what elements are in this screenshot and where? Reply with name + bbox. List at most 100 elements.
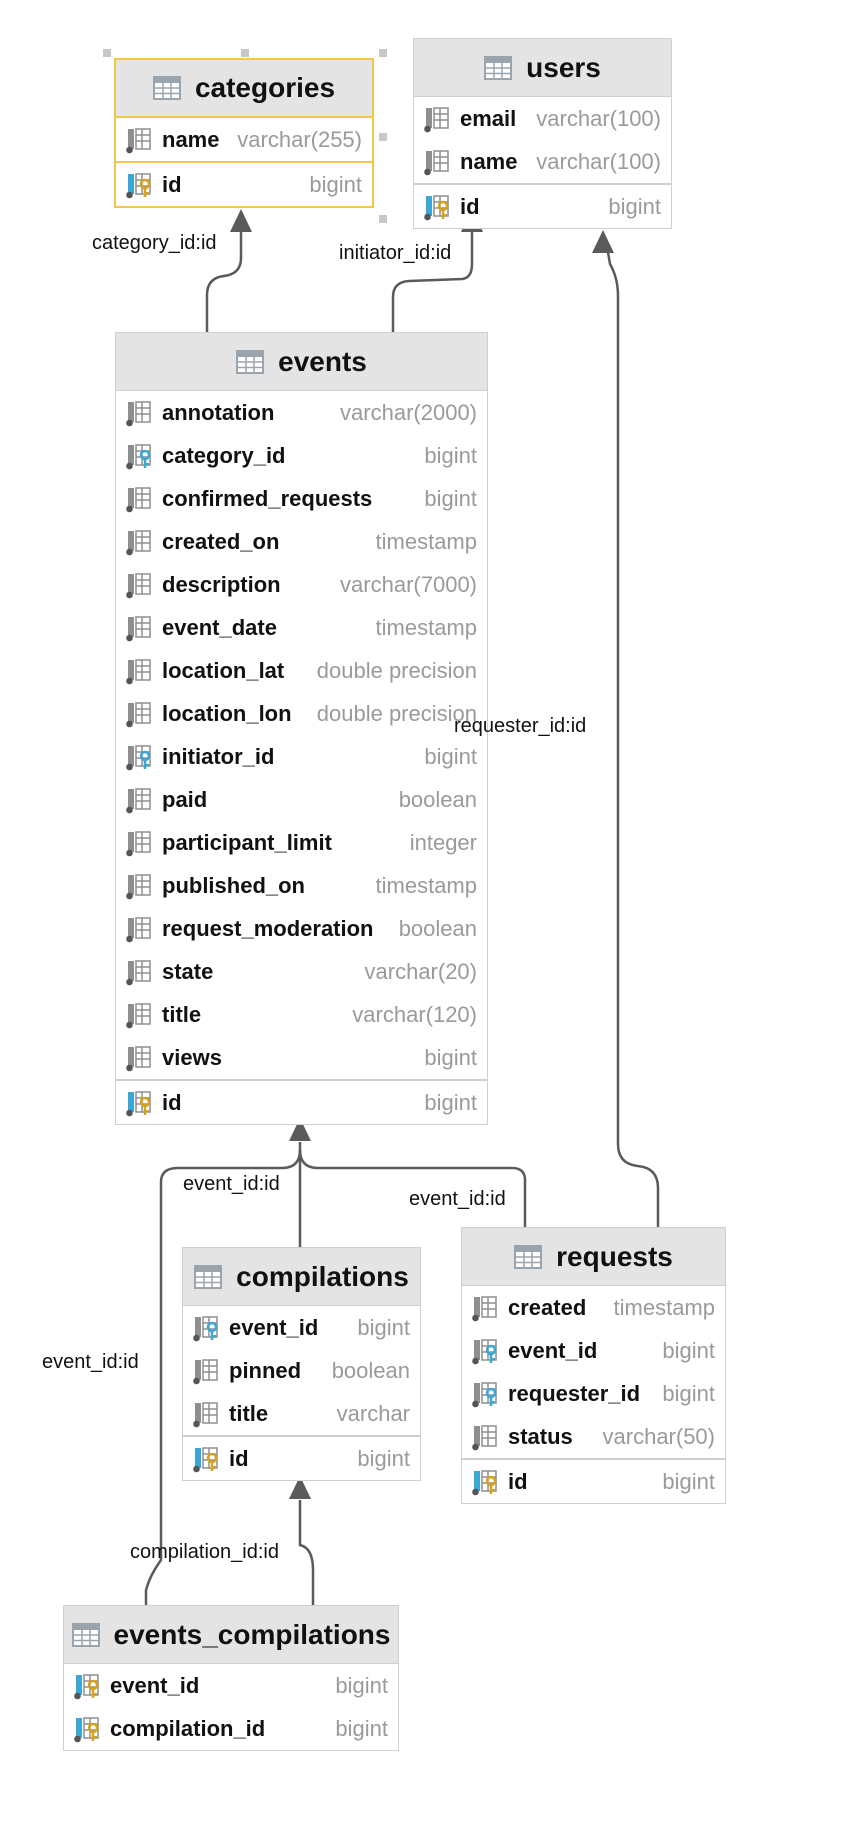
column-name: event_id xyxy=(110,1672,200,1698)
column-name: confirmed_requests xyxy=(162,485,373,511)
table-header[interactable]: requests xyxy=(462,1228,725,1286)
column-icon xyxy=(126,1044,154,1072)
table-header[interactable]: events xyxy=(116,333,487,391)
table-header[interactable]: events_compilations xyxy=(64,1606,398,1664)
relation-line-category xyxy=(205,232,243,332)
relation-line-requester xyxy=(606,251,660,1227)
foreign-key-icon xyxy=(126,442,154,470)
column-icon xyxy=(126,126,154,154)
table-header[interactable]: compilations xyxy=(183,1248,420,1306)
relation-label-request-event: event_id:id xyxy=(409,1188,506,1210)
selection-handle[interactable] xyxy=(379,215,387,223)
column-type: varchar(50) xyxy=(602,1423,715,1449)
selection-handle[interactable] xyxy=(379,133,387,141)
column-icon xyxy=(126,399,154,427)
selection-handle[interactable] xyxy=(103,49,111,57)
column-name: location_lon xyxy=(162,700,292,726)
table-name: categories xyxy=(194,72,336,103)
column-icon xyxy=(126,657,154,685)
column-icon xyxy=(126,786,154,814)
relation-line-initiator xyxy=(391,232,474,332)
column-name: compilation_id xyxy=(110,1715,266,1741)
column-type: bigint xyxy=(357,1314,410,1340)
column-type: varchar(2000) xyxy=(340,399,477,425)
table-icon xyxy=(514,1244,543,1269)
column-name: initiator_id xyxy=(162,743,275,769)
primary-foreign-key-icon xyxy=(74,1715,102,1743)
column-name: annotation xyxy=(162,399,275,425)
column-name: id xyxy=(460,193,480,219)
table-events[interactable]: events annotation varchar(2000) category_id… xyxy=(115,332,488,1125)
column-type: boolean xyxy=(331,1357,410,1383)
arrowhead-users-requester xyxy=(592,230,614,253)
column-row[interactable]: created_on timestamp xyxy=(116,520,487,563)
primary-key-icon xyxy=(126,171,154,199)
table-name: events_compilations xyxy=(113,1618,391,1650)
column-icon xyxy=(126,915,154,943)
table-name: compilations xyxy=(236,1260,409,1292)
relation-line-request-event xyxy=(298,1149,527,1227)
column-name: id xyxy=(162,171,182,197)
column-icon xyxy=(472,1423,500,1451)
primary-key-icon xyxy=(424,193,452,221)
column-type: timestamp xyxy=(375,528,477,554)
column-row[interactable]: annotation varchar(2000) xyxy=(116,391,487,434)
column-name: category_id xyxy=(162,442,286,468)
column-name: created_on xyxy=(162,528,280,554)
column-icon xyxy=(126,872,154,900)
foreign-key-icon xyxy=(472,1380,500,1408)
column-icon xyxy=(193,1400,221,1428)
column-type: bigint xyxy=(662,1337,715,1363)
column-type: boolean xyxy=(398,786,477,812)
primary-foreign-key-icon xyxy=(74,1672,102,1700)
primary-key-icon xyxy=(126,1089,154,1117)
column-name: email xyxy=(460,105,517,131)
table-icon xyxy=(71,1622,100,1647)
column-type: double precision xyxy=(316,657,477,683)
table-header[interactable]: users xyxy=(414,39,671,97)
column-name: id xyxy=(162,1089,182,1115)
column-icon xyxy=(126,1001,154,1029)
column-name: request_moderation xyxy=(162,915,374,941)
selection-handle[interactable] xyxy=(241,49,249,57)
selection-handle[interactable] xyxy=(379,49,387,57)
table-name: users xyxy=(526,51,601,83)
table-header[interactable]: categories xyxy=(116,60,372,118)
